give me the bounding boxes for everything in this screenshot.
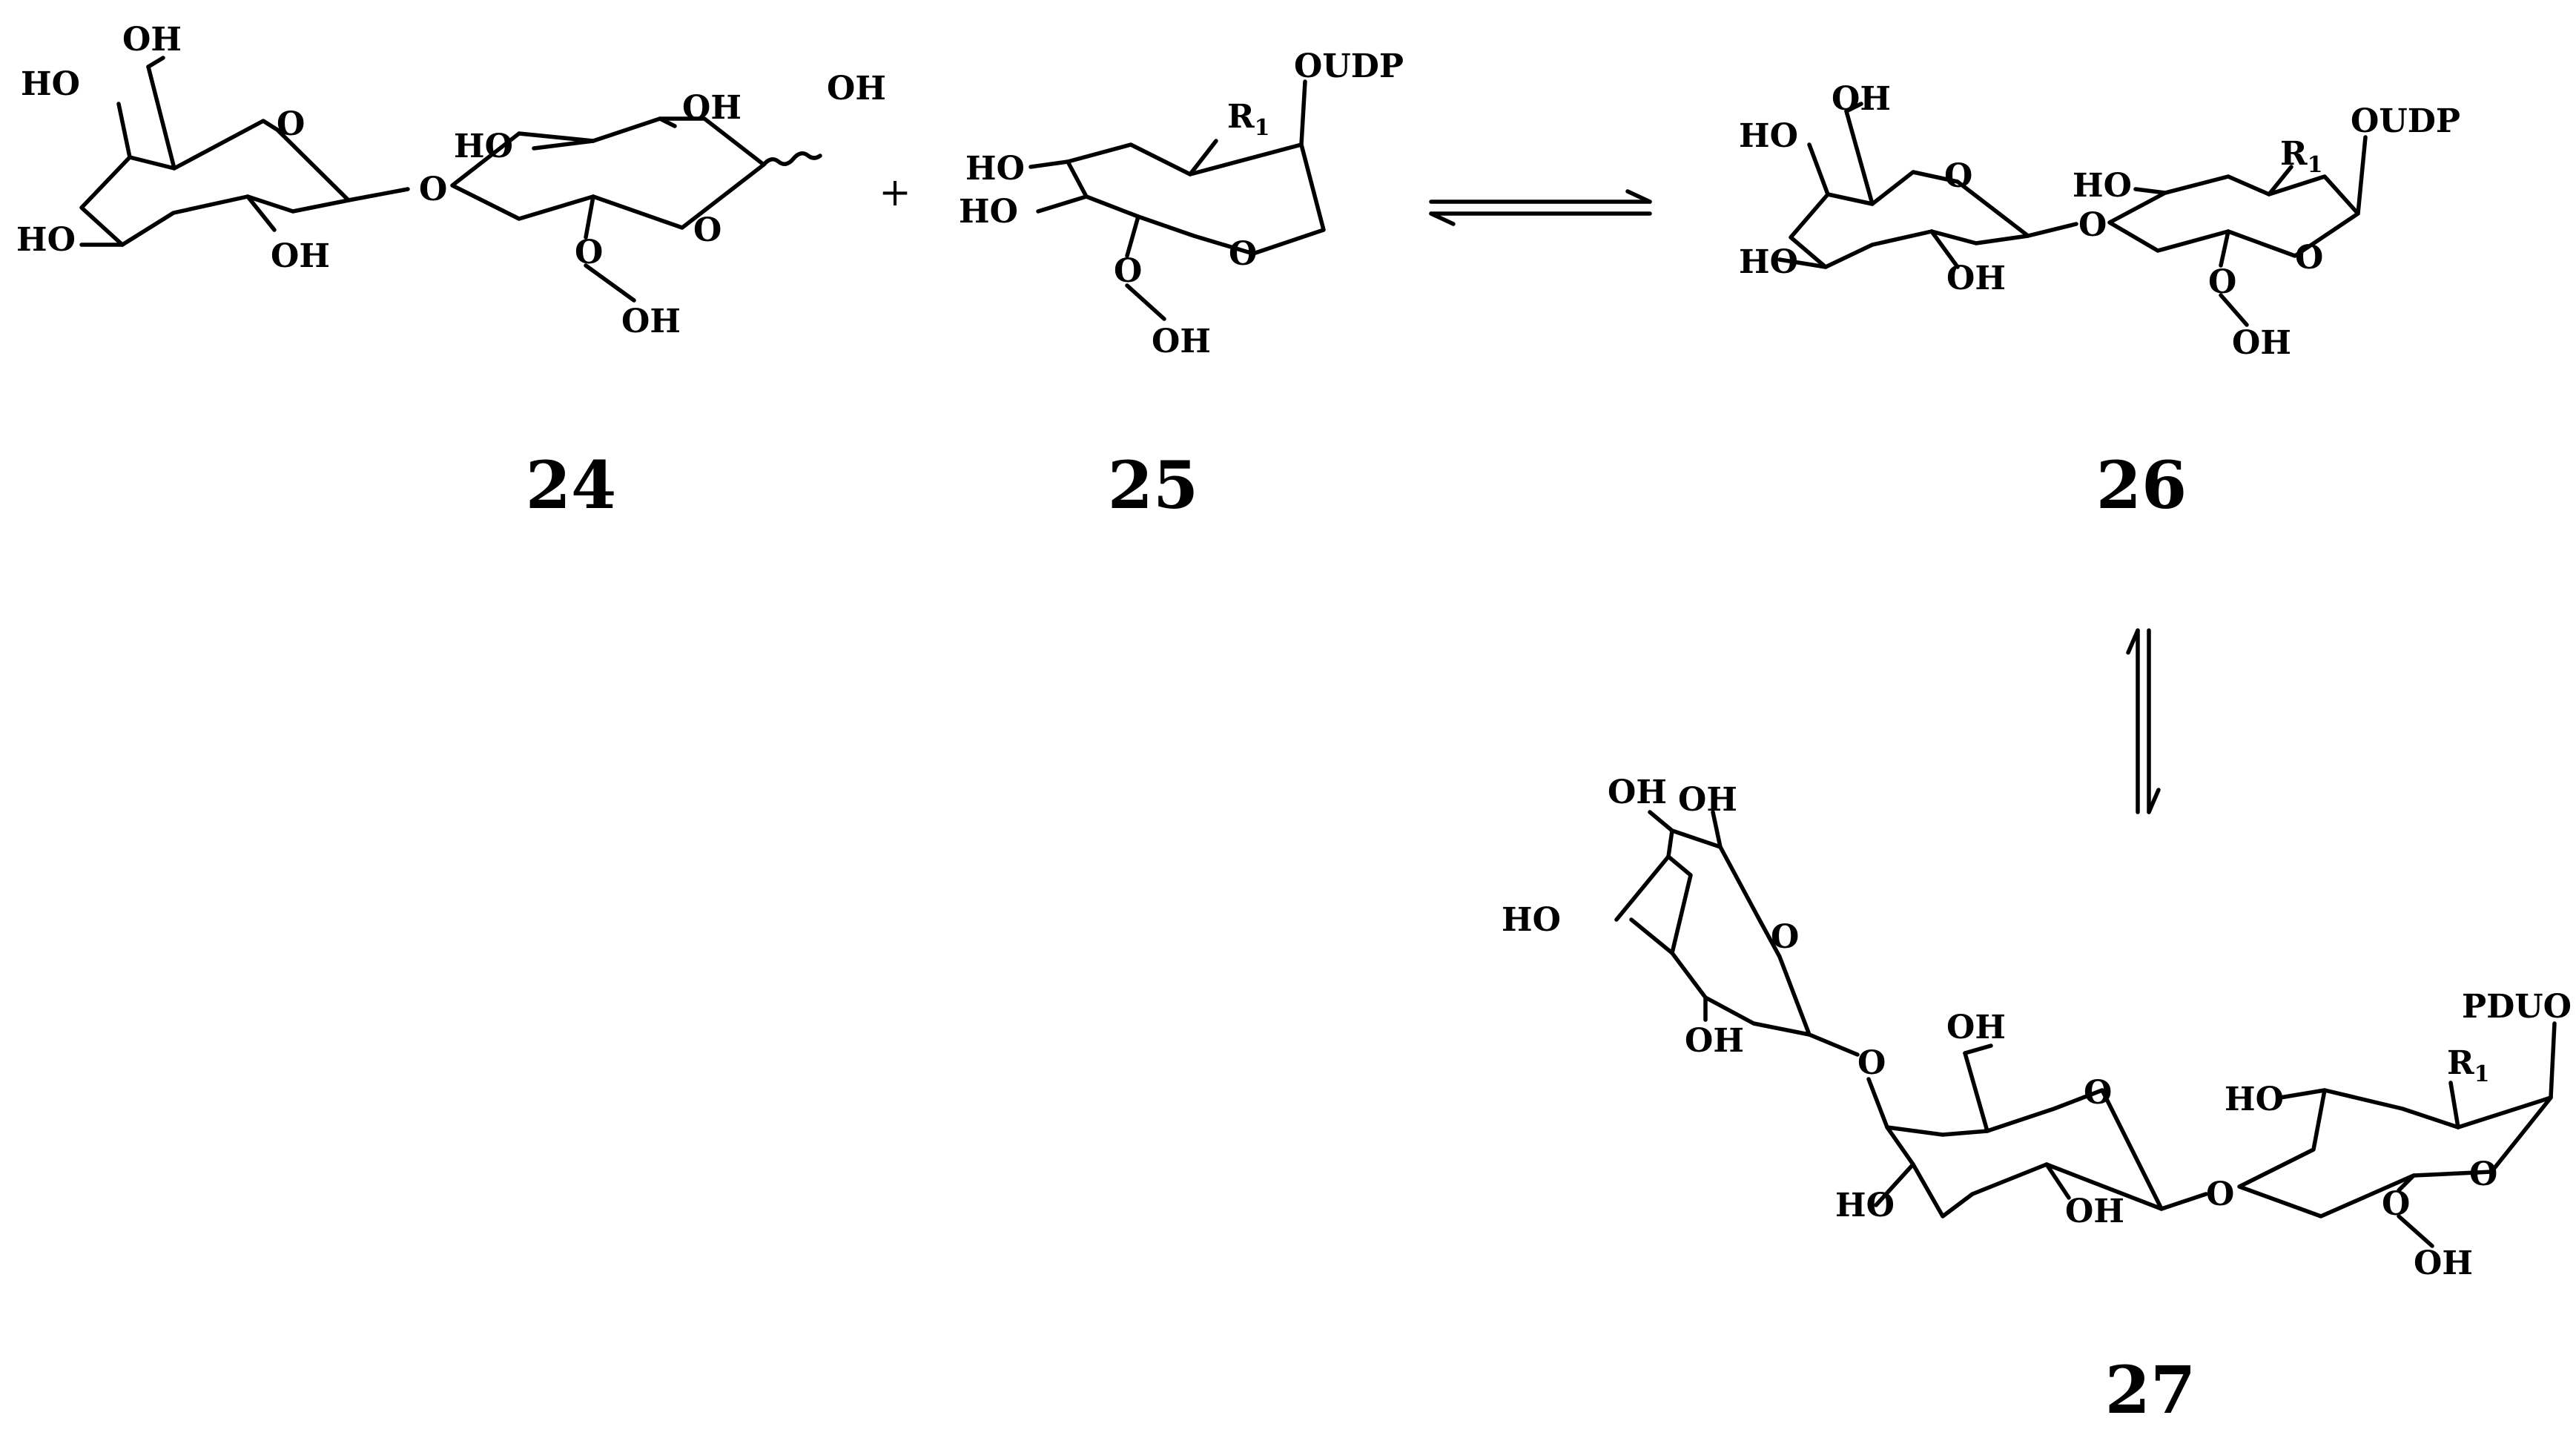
c27-label-8: PDUO: [2462, 988, 2572, 1026]
c26-label-1: OUDP: [2351, 102, 2460, 140]
c27-label-9: R1: [2447, 1044, 2489, 1087]
c25-label-4: O: [1229, 235, 1257, 273]
c24-label-9: O: [693, 211, 721, 249]
c26-label-5: HO: [2073, 167, 2132, 205]
compound-25-number: 25: [1108, 446, 1198, 524]
compound-26-ring-2: [2107, 174, 2360, 258]
c27-label-10: HO: [2225, 1081, 2284, 1118]
compound-27-number: 27: [2105, 1351, 2196, 1428]
c26-label-3: O: [1944, 157, 1972, 195]
c24-label-11: OH: [621, 303, 681, 340]
compound-27-structure: OH OH HO O OH O OH O PDUO R1 HO O HO OH …: [1502, 774, 2572, 1282]
c25-label-6: OH: [1152, 323, 1211, 360]
compound-27-ring-3: [2237, 1088, 2553, 1219]
c24-label-4: OH: [271, 237, 330, 275]
c26-label-11: OH: [2232, 324, 2291, 362]
c27-label-14: O: [2206, 1175, 2234, 1213]
c24-label-7: OH: [682, 89, 742, 127]
c27-label-2: HO: [1502, 901, 1561, 939]
c27-label-6: OH: [1946, 1009, 2006, 1046]
c26-label-2: HO: [1739, 117, 1798, 155]
equilibrium-arrow-vertical[interactable]: [2126, 628, 2161, 814]
c25-label-3: HO: [959, 193, 1018, 231]
c26-label-10: O: [2208, 263, 2236, 301]
c24-label-0: HO: [21, 65, 80, 103]
c25-label-1: R1: [1227, 98, 1269, 141]
compound-24-structure: HO OH O HO OH O HO OH OH O O OH: [16, 21, 886, 340]
c24-label-3: HO: [16, 221, 76, 259]
c25-label-5: O: [1114, 252, 1142, 290]
c26-label-6: O: [2078, 206, 2107, 244]
c27-label-13: OH: [2065, 1193, 2124, 1230]
c25-label-0: OUDP: [1294, 47, 1404, 85]
compound-25-structure: OUDP R1 HO HO O O OH: [959, 47, 1404, 360]
c25-label-2: HO: [965, 150, 1025, 188]
compound-26-number: 26: [2096, 446, 2187, 524]
c27-label-3: O: [1771, 918, 1799, 956]
c26-label-4: R1: [2280, 135, 2322, 178]
compound-25-ring: [1066, 142, 1326, 256]
compound-24-wavy-bond: [762, 151, 822, 167]
c24-label-1: OH: [122, 21, 182, 59]
c27-label-16: OH: [2414, 1244, 2473, 1282]
compound-24-number: 24: [526, 446, 616, 524]
compound-26-ring-1: [1789, 170, 2030, 269]
c27-label-1: OH: [1678, 781, 1737, 819]
c26-label-7: HO: [1739, 243, 1798, 281]
c27-label-7: O: [2084, 1074, 2112, 1112]
c24-label-2: O: [277, 105, 305, 143]
plus-sign: +: [879, 171, 911, 215]
c24-label-10: O: [575, 234, 603, 271]
c26-label-8: OH: [1946, 260, 2006, 297]
c27-label-11: O: [2469, 1155, 2497, 1193]
equilibrium-arrow-horizontal[interactable]: [1429, 189, 1652, 226]
c24-label-8: OH: [827, 70, 886, 108]
c26-label-9: O: [2295, 239, 2323, 277]
c27-label-4: OH: [1685, 1022, 1744, 1060]
c27-label-12: HO: [1835, 1187, 1895, 1224]
c27-label-5: O: [1857, 1044, 1886, 1082]
compound-24-ring-1: [79, 119, 351, 247]
compound-24-ring-2: [450, 116, 766, 230]
compound-26-structure: OH OUDP HO O R1 HO O HO OH O O OH: [1739, 80, 2460, 362]
c24-label-5: O: [419, 171, 447, 208]
c26-label-0: OH: [1832, 80, 1891, 118]
c27-label-0: OH: [1608, 774, 1667, 811]
c24-label-6: HO: [454, 128, 513, 165]
c27-label-15: O: [2382, 1185, 2410, 1223]
